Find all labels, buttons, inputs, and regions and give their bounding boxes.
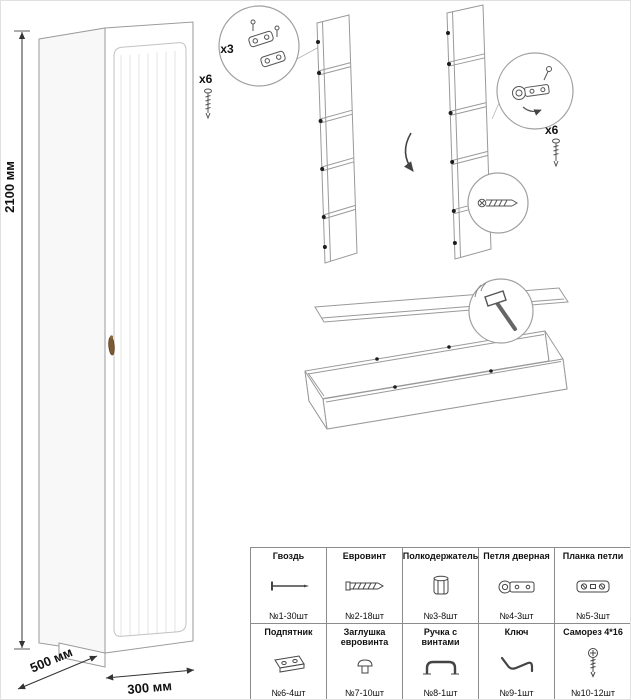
wardrobe-drawing: 2100 мм 500 мм 300 мм (2, 21, 195, 697)
parts-table: Гвоздь №1-30шт Евровинт (250, 547, 630, 699)
height-dimension: 2100 мм (2, 30, 30, 650)
door-hinge-icon (494, 573, 540, 599)
hinge-plates-callout: x3 (218, 5, 300, 87)
euroscrew-icon (342, 573, 388, 599)
part-qty: №6-4шт (271, 688, 306, 698)
door-panel-outline (113, 42, 187, 637)
part-name: Заглушка евровинта (340, 627, 389, 648)
euroscrew-vertical-icon (552, 138, 560, 168)
hammer-callout (468, 278, 534, 344)
screw-cap-icon (342, 657, 388, 679)
part-name: Евровинт (342, 551, 387, 561)
part-cell-selftap-screw: Саморез 4*16 №10-12шт (555, 624, 630, 699)
part-cell-handle: Ручка с винтами №8-1шт (403, 624, 479, 699)
small-screw (543, 66, 552, 81)
part-name: Полкодержатель (403, 551, 479, 561)
width-dimension-label: 300 мм (127, 678, 173, 697)
part-cell-shelf-pin: Полкодержатель №3-8шт (403, 548, 479, 624)
hex-key-icon (494, 650, 540, 676)
part-name: Планка петли (562, 551, 624, 561)
panel-a-fixing-dots (316, 40, 327, 249)
part-qty: №10-12шт (570, 688, 615, 698)
shelf-pin-icon (418, 573, 464, 599)
part-qty: №1-30шт (268, 611, 308, 621)
hinge-plate-count-label: x3 (220, 42, 234, 56)
part-name: Ручка с винтами (421, 627, 460, 648)
flip-arrow (403, 132, 414, 172)
part-cell-key: Ключ №9-1шт (479, 624, 555, 699)
part-name: Петля дверная (483, 551, 550, 561)
part-qty: №7-10шт (344, 688, 384, 698)
part-qty: №8-1шт (423, 688, 458, 698)
part-name: Гвоздь (272, 551, 305, 561)
door-planks (120, 50, 176, 637)
part-qty: №5-3шт (575, 611, 610, 621)
depth-dimension-label: 500 мм (28, 644, 75, 675)
small-screws (250, 19, 280, 37)
part-qty: №4-3шт (499, 611, 534, 621)
screws-left-group: x6 (199, 72, 213, 120)
part-qty: №3-8шт (423, 611, 458, 621)
screw-count-right-label: x6 (545, 123, 559, 137)
foot-pad-icon (266, 650, 312, 676)
wardrobe-body (38, 21, 194, 668)
part-qty: №2-18шт (344, 611, 384, 621)
hinge-plate-icon (570, 573, 616, 599)
width-dimension: 300 мм (105, 667, 195, 697)
euroscrew-vertical-icon (204, 88, 212, 120)
part-name: Саморез 4*16 (563, 627, 623, 637)
part-name: Ключ (504, 627, 529, 637)
screws-right-group: x6 (545, 123, 560, 168)
nail-icon (266, 573, 312, 599)
part-cell-screw-cap: Заглушка евровинта №7-10шт (327, 624, 403, 699)
part-cell-door-hinge: Петля дверная №4-3шт (479, 548, 555, 624)
hinge-mounting-callout (496, 52, 574, 130)
hammer-icon (474, 282, 517, 331)
panel-b-fixing-dots (446, 31, 457, 245)
door-handle (108, 335, 115, 356)
assembly-steps-diagram: x3 x6 (199, 4, 574, 430)
confirmat-callout (467, 172, 529, 234)
carcass-box (304, 330, 568, 430)
part-cell-hinge-plate: Планка петли №5-3шт (555, 548, 630, 624)
selftap-screw-icon (570, 647, 616, 679)
height-dimension-label: 2100 мм (2, 161, 17, 213)
part-cell-nail: Гвоздь №1-30шт (251, 548, 327, 624)
screw-count-left-label: x6 (199, 72, 213, 86)
part-qty: №9-1шт (499, 688, 534, 698)
part-cell-foot-pad: Подпятник №6-4шт (251, 624, 327, 699)
part-cell-euroscrew: Евровинт №2-18шт (327, 548, 403, 624)
part-name: Подпятник (264, 627, 313, 637)
side-panel-a (316, 14, 358, 264)
handle-icon (418, 656, 464, 680)
